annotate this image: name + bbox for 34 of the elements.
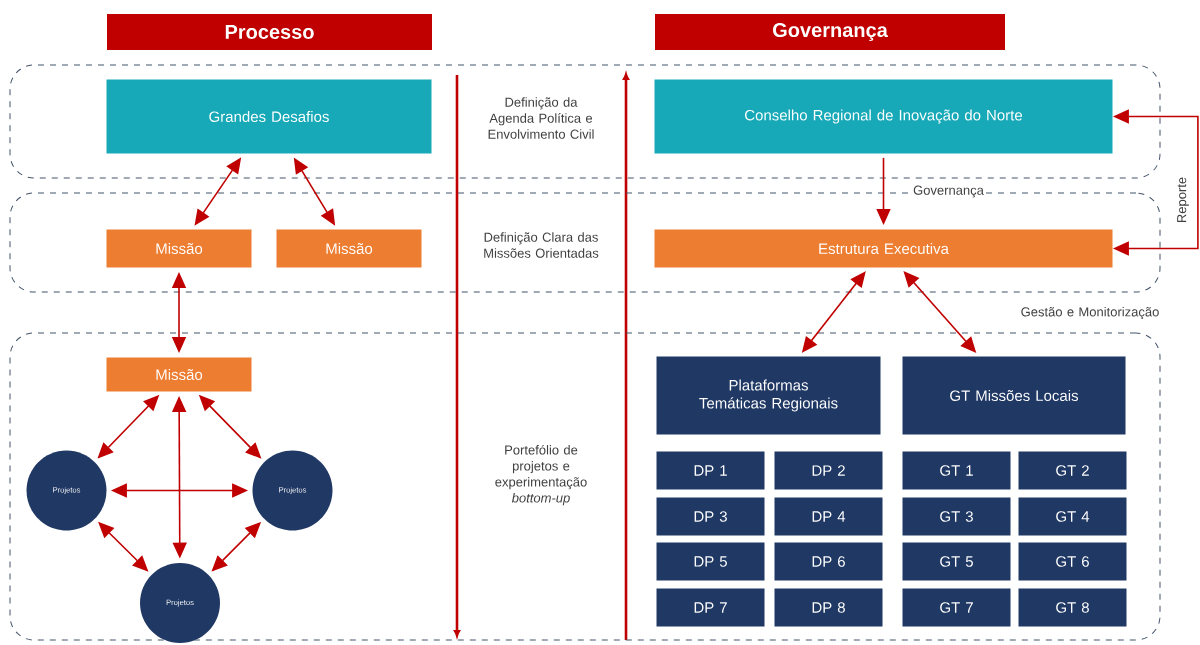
annotation-text: Gestão e Monitorização xyxy=(1021,306,1159,320)
grid-cell: GT 4 xyxy=(1018,497,1127,536)
process-box: Missão xyxy=(106,357,252,392)
grid-cell: GT 3 xyxy=(902,497,1011,536)
edge-label: Governança xyxy=(911,183,986,200)
group-box: GT Missões Locais xyxy=(902,356,1126,435)
grid-cell: DP 5 xyxy=(656,542,765,581)
annotation-text: Portefólio de projetos e experimentação bottom-up xyxy=(495,444,587,506)
council-box: Grandes Desafios xyxy=(106,79,432,154)
grid-cell: DP 1 xyxy=(656,451,765,490)
grid-cell: GT 7 xyxy=(902,588,1011,627)
header-bar: Processo xyxy=(107,14,432,50)
grid-cell: DP 2 xyxy=(774,451,883,490)
dashed-band xyxy=(9,332,1161,641)
grid-cell: DP 8 xyxy=(774,588,883,627)
grid-cell: DP 4 xyxy=(774,497,883,536)
grid-cell: GT 2 xyxy=(1018,451,1127,490)
edge-label: Reporte xyxy=(1175,174,1191,226)
process-box: Missão xyxy=(106,229,252,268)
annotation-text: Definição Clara das Missões Orientadas xyxy=(484,232,599,258)
dashed-band xyxy=(9,64,1161,179)
annotation-text: Definição da Agenda Política e Envolvimento Civil xyxy=(488,97,594,139)
process-box: Missão xyxy=(276,229,422,268)
council-box: Conselho Regional de Inovação do Norte xyxy=(654,79,1113,154)
grid-cell: GT 5 xyxy=(902,542,1011,581)
process-box: Estrutura Executiva xyxy=(654,229,1113,268)
grid-cell: GT 6 xyxy=(1018,542,1127,581)
grid-cell: GT 8 xyxy=(1018,588,1127,627)
grid-cell: DP 3 xyxy=(656,497,765,536)
grid-cell: DP 7 xyxy=(656,588,765,627)
grid-cell: DP 6 xyxy=(774,542,883,581)
header-bar: Governança xyxy=(655,14,1005,50)
group-box: Plataformas Temáticas Regionais xyxy=(656,356,881,435)
grid-cell: GT 1 xyxy=(902,451,1011,490)
